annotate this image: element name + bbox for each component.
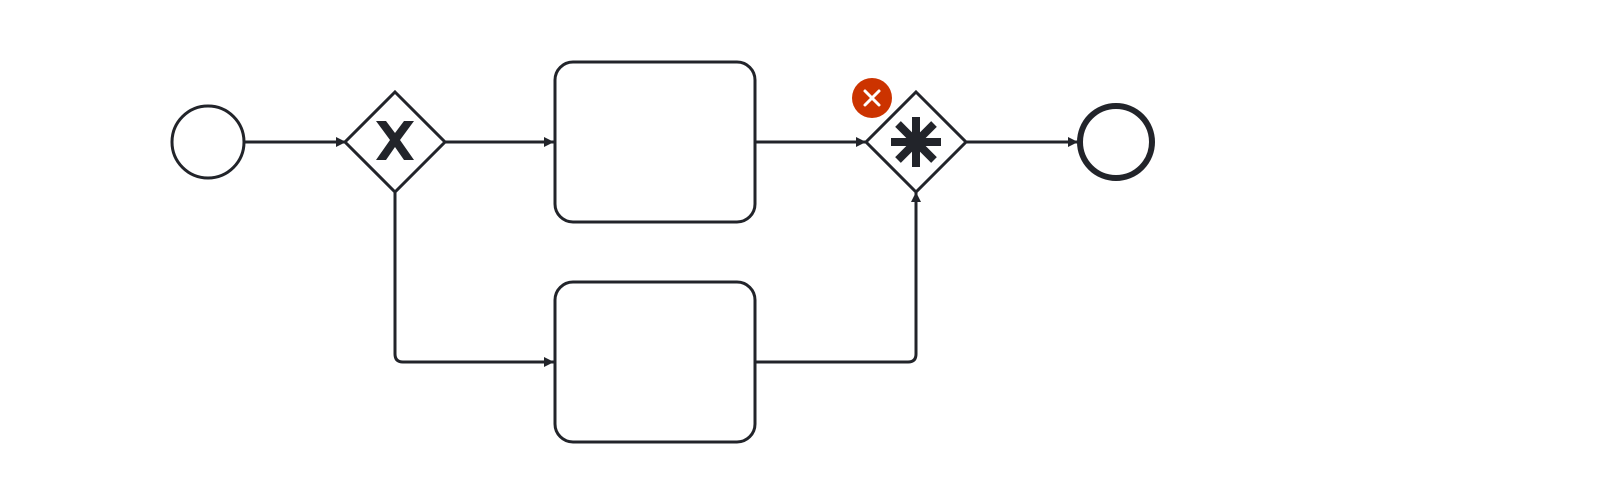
sequence-flows (244, 137, 1078, 367)
error-badge[interactable] (852, 78, 892, 118)
close-icon (863, 89, 881, 107)
end-event[interactable] (1077, 103, 1155, 181)
start-event[interactable] (170, 104, 246, 180)
exclusive-gateway[interactable] (342, 89, 448, 195)
flow-task-2-to-complex-gateway[interactable] (756, 192, 921, 364)
task-1[interactable] (553, 60, 757, 224)
flow-exclusive-gateway-to-task-2[interactable] (393, 192, 554, 367)
asterisk-marker-icon (891, 117, 941, 167)
x-marker-icon (376, 121, 414, 160)
complex-gateway[interactable] (863, 89, 969, 195)
task-2[interactable] (553, 280, 757, 444)
